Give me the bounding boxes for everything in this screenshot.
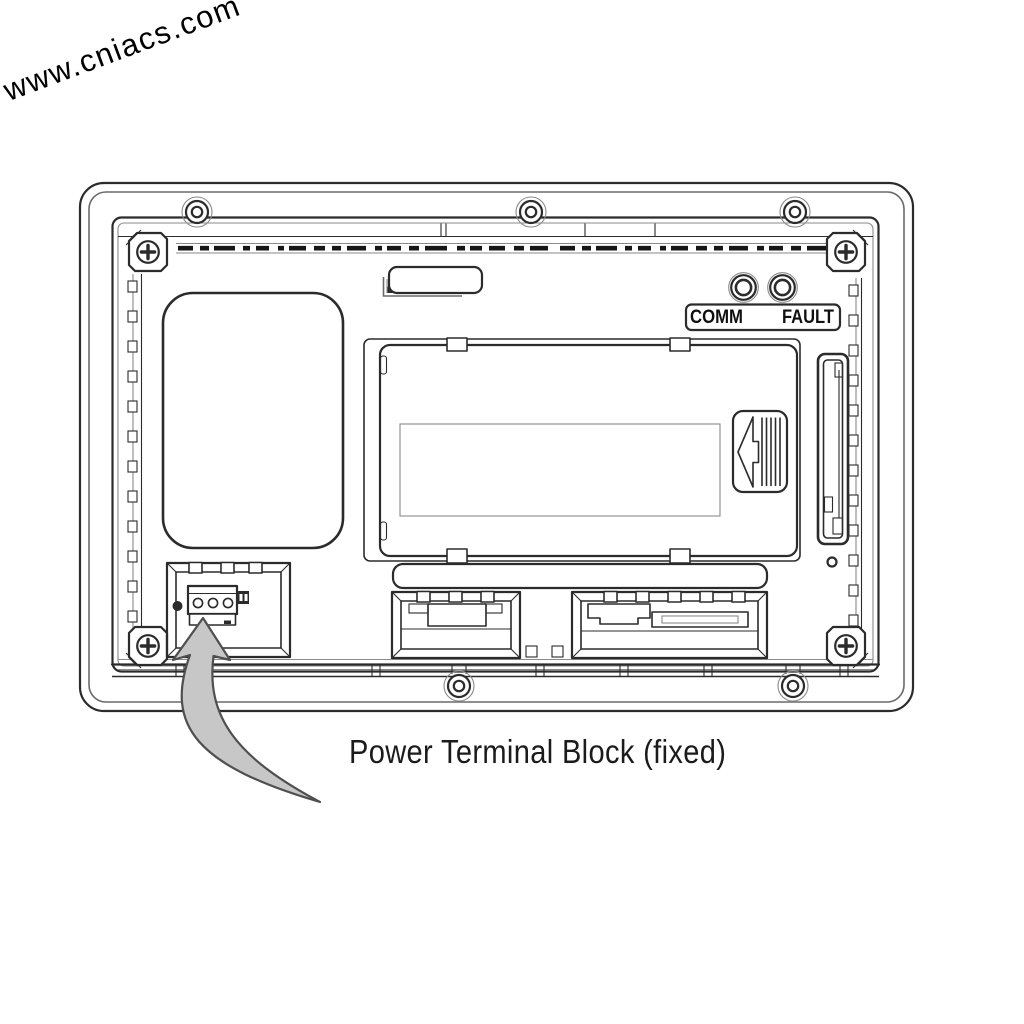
indicator-label-box <box>684 303 842 332</box>
alignment-hole <box>826 556 838 568</box>
left-connector-recess <box>390 590 522 660</box>
top-tab <box>382 265 484 297</box>
card-slot <box>816 352 850 568</box>
terminal-screw <box>192 597 204 609</box>
latch-grip-lines <box>761 417 781 486</box>
left-arrow-icon <box>737 416 760 488</box>
fault-label: FAULT <box>782 307 834 328</box>
terminal-screw <box>207 597 219 609</box>
module-cover <box>378 343 799 558</box>
bottom-slot <box>391 562 769 590</box>
outer-frame <box>78 181 915 713</box>
module-bay <box>363 337 801 564</box>
eject-latch <box>731 409 789 494</box>
diagram-caption: Power Terminal Block (fixed) <box>349 733 727 770</box>
terminal-screw <box>222 597 234 609</box>
vent-slots <box>176 242 848 254</box>
left-mounting-rail <box>127 274 143 641</box>
left-panel <box>161 291 345 550</box>
mounting-hole-icon <box>180 195 812 703</box>
power-terminal-block <box>186 584 249 626</box>
inner-housing-frame <box>111 216 880 673</box>
curved-arrow-icon <box>171 616 322 804</box>
right-mounting-rail <box>848 278 863 641</box>
right-connector-recess <box>570 590 769 660</box>
led-indicator-icon <box>727 271 799 304</box>
indicator-panel: COMM FAULT <box>684 271 842 332</box>
comm-label: COMM <box>690 307 743 328</box>
module-label-area <box>399 423 721 517</box>
